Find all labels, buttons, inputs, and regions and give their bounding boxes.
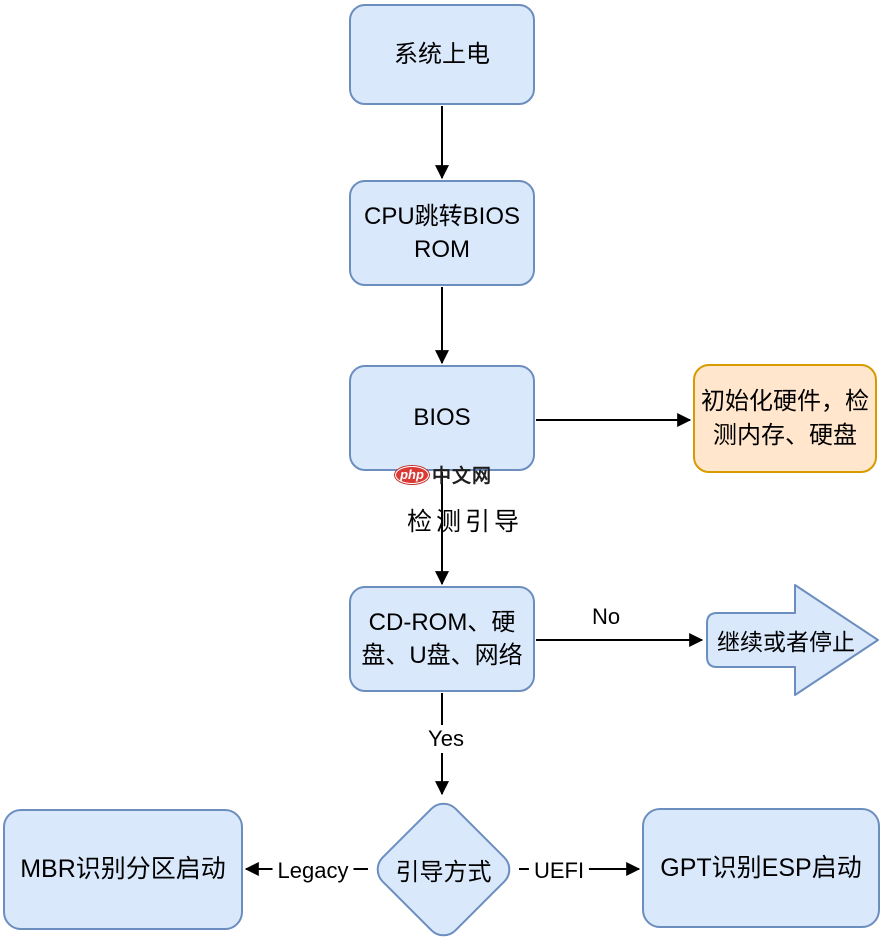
watermark-site-text: 中文网 xyxy=(432,466,493,487)
node-cpu-jump-bios-rom: CPU跳转BIOS ROM xyxy=(349,180,535,286)
decision-boot-mode: 引导方式 xyxy=(369,797,518,942)
node-init-hardware-label: 初始化硬件，检 测内存、硬盘 xyxy=(701,388,869,449)
decision-boot-mode-label: 引导方式 xyxy=(395,859,492,886)
node-boot-devices-label: CD-ROM、硬 盘、U盘、网络 xyxy=(361,608,523,669)
node-continue-or-stop-label: 继续或者停止 xyxy=(717,629,855,655)
node-mbr-boot: MBR识别分区启动 xyxy=(3,809,243,930)
node-bios-label: BIOS xyxy=(413,404,471,432)
node-bios: BIOS xyxy=(349,365,535,471)
php-cn-watermark: php 中文网 xyxy=(395,461,492,488)
edge-label-no: No xyxy=(591,604,621,629)
edge-label-uefi: UEFI xyxy=(528,857,590,885)
php-logo-icon: php xyxy=(395,465,429,484)
node-power-on: 系统上电 xyxy=(349,4,535,105)
node-power-on-label: 系统上电 xyxy=(394,40,490,68)
node-gpt-boot: GPT识别ESP启动 xyxy=(642,808,880,928)
node-mbr-boot-label: MBR识别分区启动 xyxy=(20,855,226,884)
node-continue-or-stop: 继续或者停止 xyxy=(696,620,876,660)
edge-label-yes: Yes xyxy=(423,725,469,753)
edge-label-detect-boot: 检测引导 xyxy=(407,508,524,536)
node-gpt-boot-label: GPT识别ESP启动 xyxy=(660,853,862,882)
edge-label-legacy: Legacy xyxy=(272,857,354,885)
node-boot-devices: CD-ROM、硬 盘、U盘、网络 xyxy=(349,586,535,692)
node-cpu-jump-bios-rom-label: CPU跳转BIOS ROM xyxy=(363,202,521,263)
node-init-hardware: 初始化硬件，检 测内存、硬盘 xyxy=(693,364,877,473)
continue-or-stop-arrow-shape xyxy=(706,584,879,696)
